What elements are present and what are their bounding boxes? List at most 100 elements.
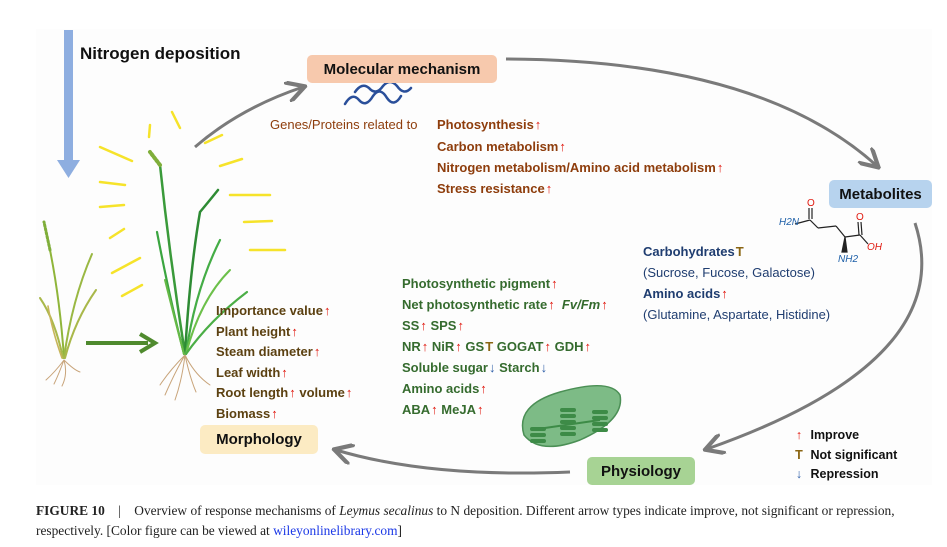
- improve-arrow-icon: ↑: [551, 276, 558, 291]
- node-physiology: Physiology: [587, 457, 695, 485]
- legend-label: Repression: [807, 467, 879, 481]
- morphology-item-entry: Plant height↑: [216, 324, 298, 339]
- physiology-item-entry: Starch↓: [499, 360, 547, 375]
- improve-arrow-icon: ↑: [271, 405, 278, 421]
- repression-arrow-icon: ↓: [540, 360, 548, 375]
- morphology-item-entry: Steam diameter↑: [216, 344, 320, 359]
- caption-label: FIGURE 10: [36, 503, 105, 518]
- metabolite-group-heading: Amino acids↑: [643, 283, 728, 304]
- morphology-row: Root length↑ volume↑: [216, 385, 352, 400]
- sunlight-rays: [98, 110, 287, 298]
- morphology-item-entry: Importance value↑: [216, 303, 330, 318]
- morphology-item-label: Biomass: [216, 405, 271, 421]
- metabolite-group-label: Amino acids: [643, 286, 721, 301]
- physiology-item-label: Net photosynthetic rate: [402, 297, 548, 312]
- morphology-item-label: volume: [299, 385, 345, 400]
- physiology-item-label: SS: [402, 318, 420, 333]
- improve-arrow-icon: ↑: [721, 286, 728, 301]
- nitrogen-deposition-label: Nitrogen deposition: [80, 44, 241, 63]
- chloroplast-icon: [521, 384, 622, 448]
- improve-arrow-icon: ↑: [323, 303, 331, 318]
- improve-arrow-icon: ↑: [457, 318, 464, 333]
- morphology-item-entry: Root length↑: [216, 385, 296, 400]
- physiology-item-entry: NR↑: [402, 339, 428, 354]
- physiology-item-entry: Soluble sugar↓: [402, 360, 495, 375]
- improve-arrow-icon: ↑: [421, 339, 429, 354]
- metabolite-group-detail: (Glutamine, Aspartate, Histidine): [643, 307, 831, 322]
- physiology-item-label: ABA: [402, 402, 431, 417]
- improve-arrow-icon: ↑: [420, 318, 427, 333]
- structure-label-o1: O: [807, 198, 815, 209]
- physiology-item-label: GOGAT: [496, 339, 544, 354]
- improve-arrow-icon: ↑: [795, 428, 803, 442]
- molecular-item-entry: Carbon metabolism↑: [437, 139, 566, 154]
- morphology-row: Plant height↑: [216, 324, 298, 339]
- physiology-row: ABA↑ MeJA↑: [402, 402, 483, 417]
- molecular-item-entry: Nitrogen metabolism/Amino acid metabolis…: [437, 160, 723, 175]
- physiology-item-entry: GST: [465, 339, 493, 354]
- nitrogen-deposition-arrow: [57, 30, 80, 178]
- metabolite-group-detail: (Sucrose, Fucose, Galactose): [643, 265, 815, 280]
- caption-text-1: Overview of response mechanisms of: [134, 503, 340, 518]
- flow-arrow-molecular-to-metabolites: [505, 57, 877, 166]
- glutamine-structure-icon: [794, 208, 869, 253]
- physiology-item-label: Amino acids: [402, 381, 480, 396]
- physiology-item-entry: GOGAT↑: [497, 339, 551, 354]
- improve-arrow-icon: ↑: [289, 385, 296, 400]
- legend-label: Not significant: [807, 447, 898, 462]
- figure-caption: FIGURE 10 | Overview of response mechani…: [36, 501, 936, 541]
- metabolite-group-entry: Amino acids↑: [643, 286, 728, 301]
- improve-arrow-icon: ↑: [601, 297, 608, 312]
- improve-arrow-icon: ↑: [545, 181, 553, 196]
- physiology-row: Amino acids↑: [402, 381, 487, 396]
- metabolite-group-entry: CarbohydratesT: [643, 244, 744, 259]
- morphology-row: Steam diameter↑: [216, 344, 320, 359]
- not-significant-icon: T: [735, 244, 744, 259]
- caption-species: Leymus secalinus: [339, 503, 434, 518]
- molecular-item-label: Stress resistance: [437, 181, 545, 196]
- large-plant-illustration: [148, 150, 249, 401]
- physiology-item-label: SPS: [430, 318, 457, 333]
- structure-label-h2n: H2N: [779, 217, 800, 228]
- improve-arrow-icon: ↑: [584, 339, 592, 354]
- legend-entry: ↑ Improve: [790, 426, 897, 446]
- improve-arrow-icon: ↑: [455, 339, 462, 354]
- legend-entry: T Not significant: [790, 446, 897, 466]
- physiology-item-label: GS: [465, 339, 485, 354]
- improve-arrow-icon: ↑: [534, 117, 542, 132]
- physiology-item-entry: NiR↑: [432, 339, 462, 354]
- molecular-lead-text: Genes/Proteins related to: [270, 117, 418, 132]
- physiology-row: SS↑ SPS↑: [402, 318, 464, 333]
- molecular-item: Photosynthesis↑: [437, 117, 541, 132]
- molecular-item-label: Photosynthesis: [437, 117, 534, 132]
- physiology-item-label: Fv/Fm: [561, 297, 601, 312]
- molecular-item-entry: Stress resistance↑: [437, 181, 552, 196]
- physiology-item-label: Photosynthetic pigment: [402, 276, 551, 291]
- morphology-row: Biomass↑: [216, 406, 278, 421]
- improve-arrow-icon: ↑: [716, 160, 724, 175]
- caption-text-2: to N deposition. Different arrow types i…: [36, 503, 895, 538]
- caption-separator: |: [118, 503, 121, 518]
- physiology-item-label: MeJA: [441, 402, 476, 417]
- caption-link[interactable]: wileyonlinelibrary.com: [273, 523, 398, 538]
- improve-arrow-icon: ↑: [476, 402, 484, 417]
- flow-arrow-physiology-to-morphology: [336, 450, 571, 475]
- physiology-item-label: NR: [402, 339, 421, 354]
- physiology-item-entry: SPS↑: [430, 318, 464, 333]
- structure-label-o2: O: [856, 212, 864, 223]
- molecular-item-label: Nitrogen metabolism/Amino acid metabolis…: [437, 160, 716, 175]
- morphology-item-label: Importance value: [216, 303, 323, 318]
- node-molecular-mechanism: Molecular mechanism: [307, 55, 497, 83]
- improve-arrow-icon: ↑: [431, 402, 438, 417]
- molecular-item-label: Carbon metabolism: [437, 139, 559, 154]
- legend-label: Improve: [807, 428, 860, 442]
- morphology-item-entry: volume↑: [299, 385, 352, 400]
- physiology-item-label: NiR: [431, 339, 455, 354]
- not-significant-icon: T: [795, 447, 803, 462]
- not-significant-icon: T: [485, 339, 494, 354]
- morphology-row: Leaf width↑: [216, 365, 288, 380]
- caption-text-end: ]: [397, 523, 403, 538]
- metabolite-group-label: Carbohydrates: [643, 244, 735, 259]
- physiology-item-label: GDH: [554, 339, 584, 354]
